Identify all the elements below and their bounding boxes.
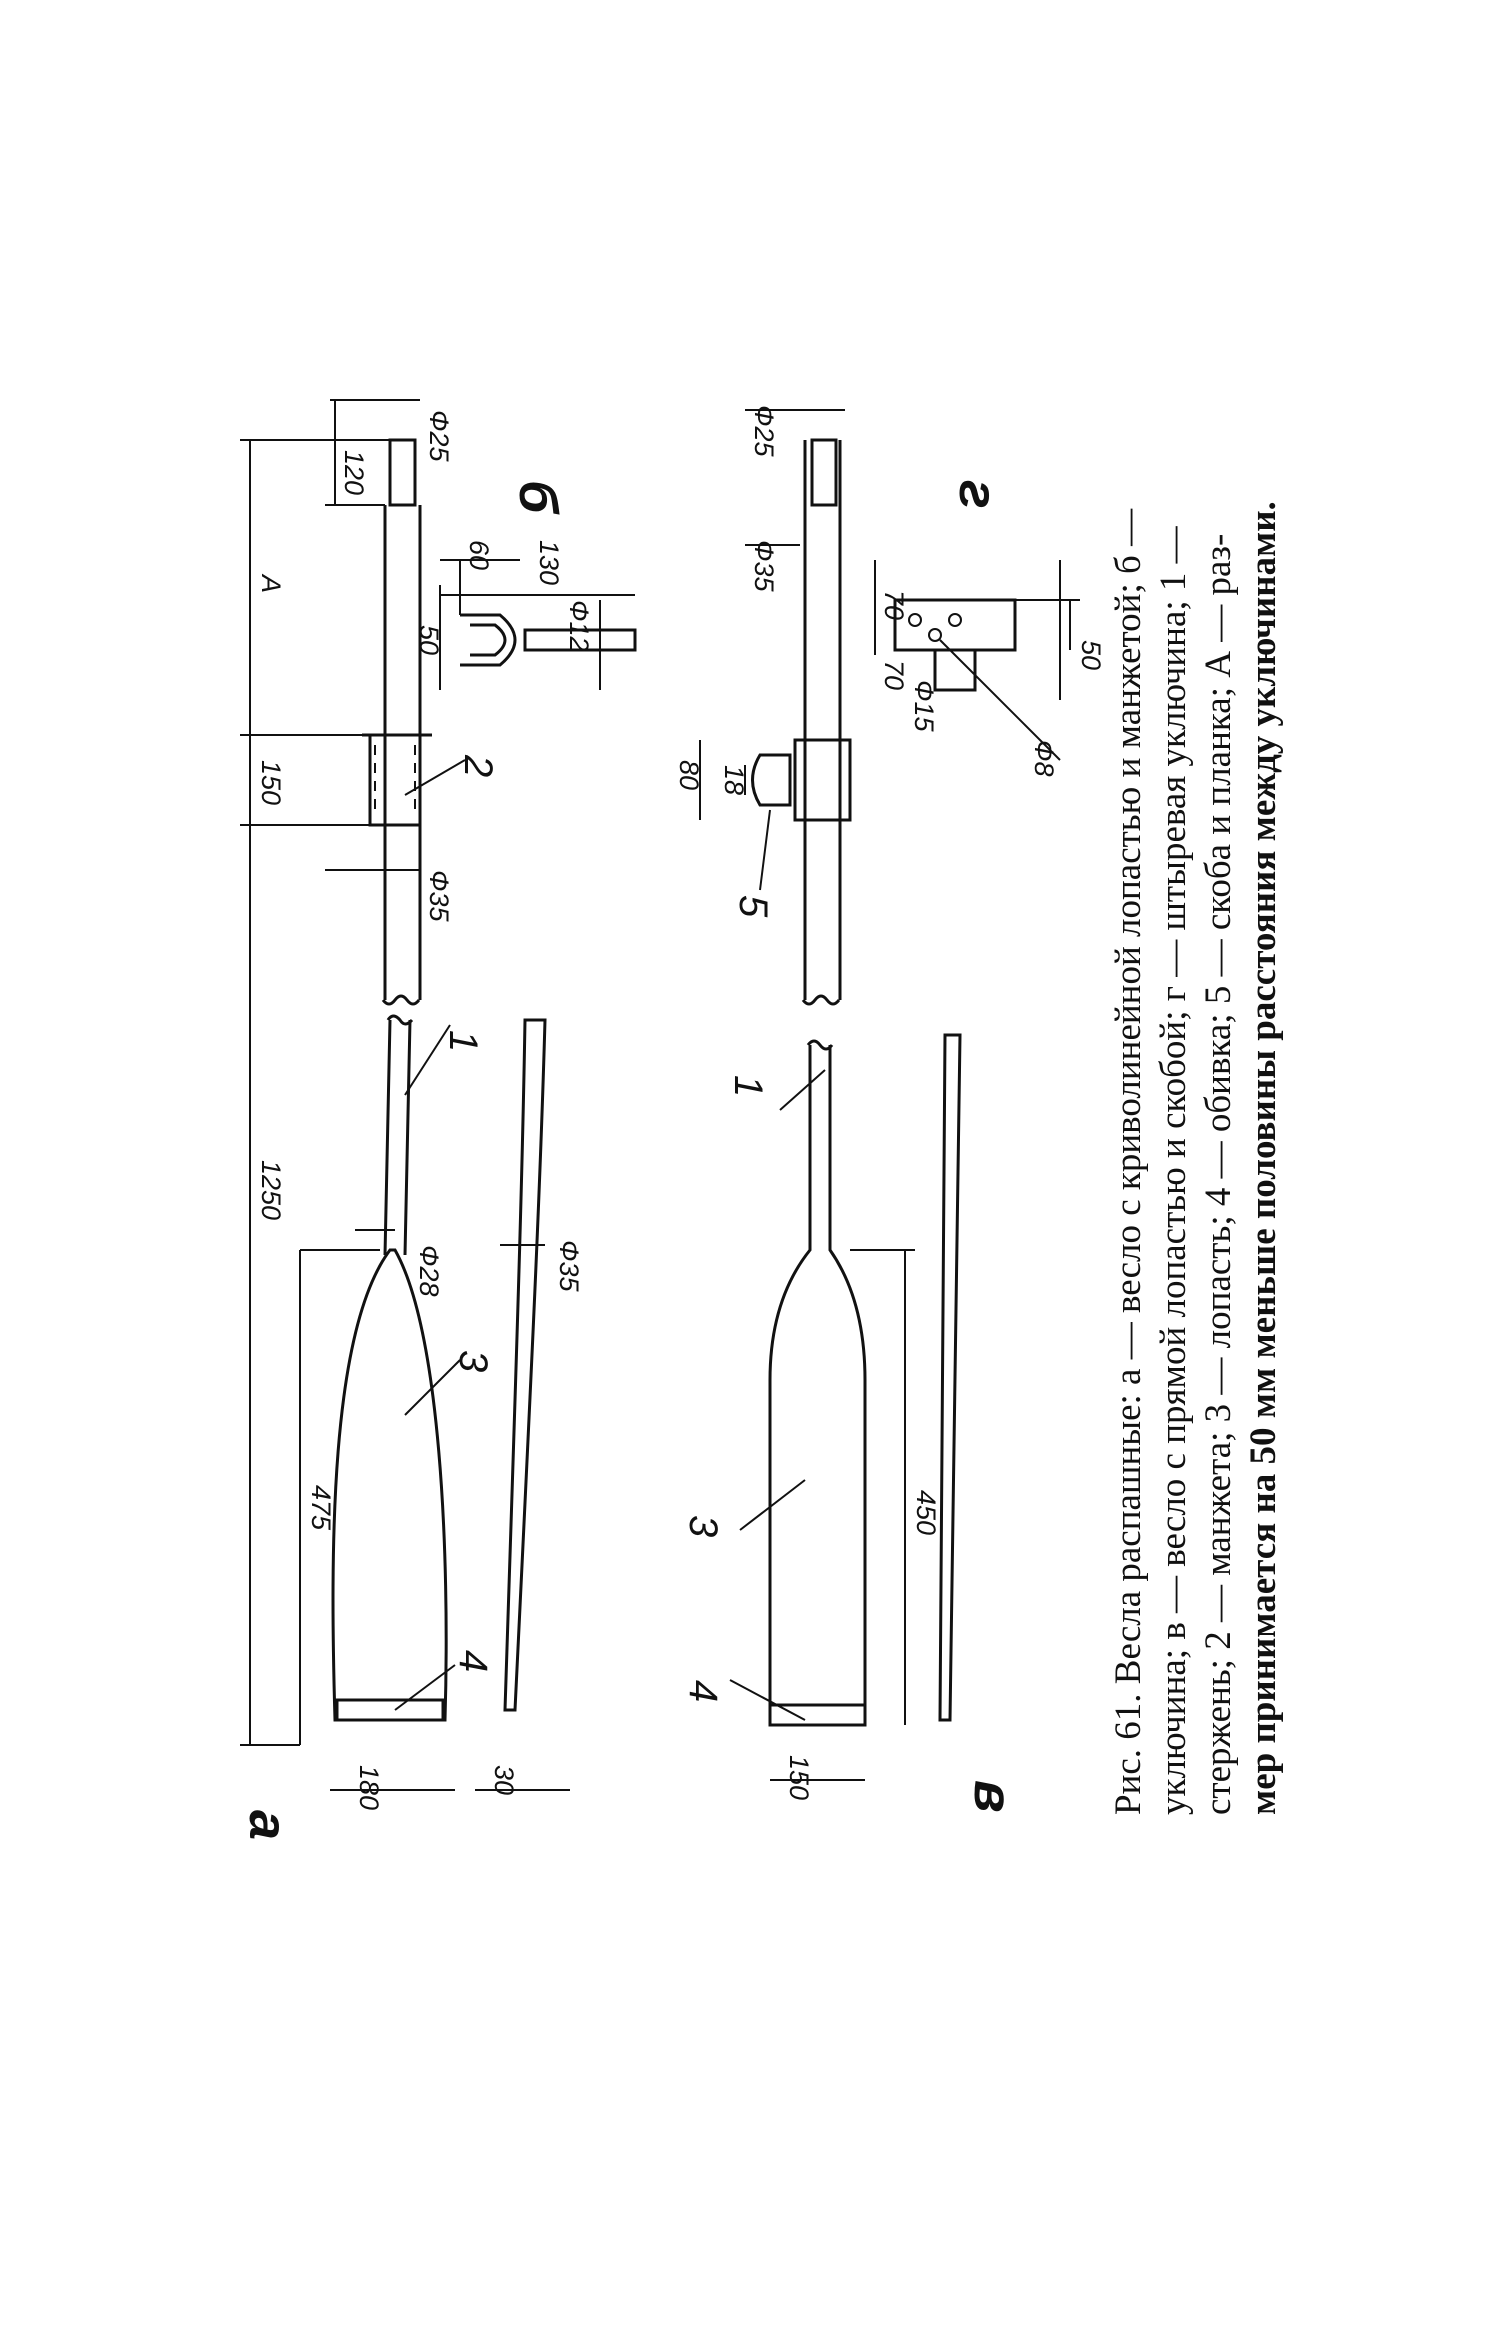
figure-v-part-1: 1 bbox=[726, 1075, 770, 1097]
caption-line-4: мер принимается на 50 мм меньше половины… bbox=[1243, 501, 1284, 1815]
figure-a-dim-total: 1250 bbox=[256, 1160, 286, 1220]
figure-v-part-5: 5 bbox=[731, 895, 775, 918]
figure-v-part-3: 3 bbox=[681, 1515, 725, 1537]
figure-b-variant-label: б bbox=[508, 480, 568, 515]
figure-b-dim-d35: Ф35 bbox=[424, 870, 454, 922]
figure-b-shaft: А 150 120 Ф25 Ф35 2 б bbox=[240, 399, 568, 1006]
figure-a-part-4: 4 bbox=[451, 1650, 495, 1672]
figure-v-dim-18: 18 bbox=[719, 765, 749, 795]
figure-a-dim-neck-diameter: Ф28 bbox=[414, 1245, 444, 1297]
caption-line-2: уключина; в — весло с прямой лопастью и … bbox=[1153, 525, 1194, 1815]
figure-g-top-dim-d12: Ф12 bbox=[564, 600, 594, 652]
figure-caption: Рис. 61. Весла распашные: а — весло с кр… bbox=[1108, 501, 1284, 1815]
figure-g-bottom-dim-70a: 70 bbox=[879, 590, 909, 620]
caption-line-1: Рис. 61. Весла распашные: а — весло с кр… bbox=[1108, 508, 1149, 1815]
figure-b-dim-d25: Ф25 bbox=[424, 410, 454, 462]
figure-a-variant-label: а bbox=[238, 1810, 298, 1840]
figure-v-dim-d25: Ф25 bbox=[749, 405, 779, 457]
figure-v-oar: 450 150 Ф25 Ф35 80 18 1 3 4 5 в bbox=[674, 405, 1023, 1813]
figure-v-dim-80: 80 bbox=[674, 760, 704, 790]
figure-a-dim-side-diameter: Ф35 bbox=[554, 1240, 584, 1292]
figure-g-bottom-variant-label: г bbox=[948, 480, 1008, 509]
figure-b-part-2: 2 bbox=[456, 754, 500, 777]
figure-g-bottom-dim-50: 50 bbox=[1076, 640, 1106, 670]
caption-line-3: стержень; 2 — манжета; 3 — лопасть; 4 — … bbox=[1198, 534, 1239, 1815]
figure-b-dim-a: А bbox=[256, 573, 286, 593]
figure-b-dim-120: 120 bbox=[339, 450, 369, 495]
figure-g-top-dim-130: 130 bbox=[534, 540, 564, 585]
figure-v-dim-blade-length: 450 bbox=[911, 1490, 941, 1535]
figure-g-top-oarlock: 60 130 50 Ф12 bbox=[414, 540, 637, 690]
figure-v-dim-d35: Ф35 bbox=[749, 540, 779, 592]
figure-g-top-dim-50: 50 bbox=[414, 625, 444, 655]
figure-v-dim-blade-width: 150 bbox=[784, 1755, 814, 1800]
figure-b-dim-150: 150 bbox=[256, 760, 286, 805]
figure-g-bottom-dim-d8: Ф8 bbox=[1029, 740, 1059, 776]
figure-a-dim-blade-width: 180 bbox=[354, 1765, 384, 1810]
figure-g-bottom-dim-70b: 70 bbox=[879, 660, 909, 690]
figure-a-part-3: 3 bbox=[451, 1350, 495, 1372]
figure-g-bottom-plank: 70 70 50 Ф15 Ф8 г bbox=[874, 480, 1106, 776]
figure-v-part-4: 4 bbox=[681, 1680, 725, 1702]
figure-g-bottom-dim-d15: Ф15 bbox=[909, 680, 939, 732]
figure-a-oar: 1250 475 180 30 Ф28 Ф35 1 3 4 а bbox=[238, 440, 584, 1840]
figure-a-part-1: 1 bbox=[441, 1030, 485, 1052]
figure-a-dim-thickness: 30 bbox=[489, 1765, 519, 1795]
figure-a-dim-blade-length: 475 bbox=[306, 1485, 336, 1531]
figure-v-variant-label: в bbox=[963, 1780, 1023, 1813]
figure-g-top-dim-60: 60 bbox=[464, 540, 494, 570]
